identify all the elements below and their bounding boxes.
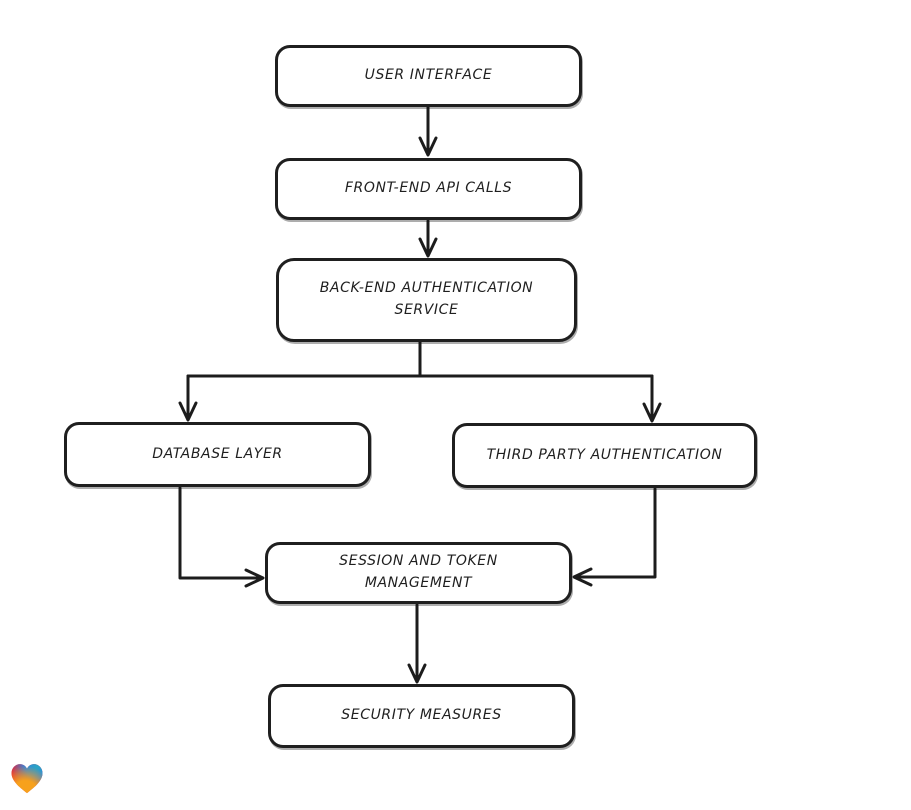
edge-front-end-to-back-end	[418, 219, 438, 258]
edge-database-to-session	[178, 486, 265, 588]
node-label: SESSION AND TOKEN MANAGEMENT	[339, 553, 498, 591]
node-back-end-auth-service[interactable]: BACK-END AUTHENTICATION SERVICE	[276, 258, 577, 342]
gradient-heart-svg	[11, 764, 43, 794]
edge-session-to-security	[407, 603, 427, 684]
node-session-token-management[interactable]: SESSION AND TOKEN MANAGEMENT	[265, 542, 572, 604]
node-third-party-authentication[interactable]: THIRD PARTY AUTHENTICATION	[452, 423, 757, 488]
node-label: THIRD PARTY AUTHENTICATION	[486, 446, 723, 463]
gradient-heart-icon[interactable]	[9, 761, 45, 797]
edge-third-party-to-session	[572, 487, 657, 587]
node-database-layer[interactable]: DATABASE LAYER	[64, 422, 371, 487]
node-label: SECURITY MEASURES	[341, 707, 502, 724]
node-label: FRONT-END API CALLS	[344, 180, 513, 197]
edge-user-interface-to-front-end	[418, 104, 438, 157]
node-security-measures[interactable]: SECURITY MEASURES	[268, 684, 575, 748]
node-front-end-api-calls[interactable]: FRONT-END API CALLS	[275, 158, 582, 220]
node-label: BACK-END AUTHENTICATION SERVICE	[319, 280, 534, 318]
edge-back-end-branch	[178, 340, 662, 423]
node-label: DATABASE LAYER	[152, 445, 283, 462]
node-user-interface[interactable]: USER INTERFACE	[275, 45, 582, 107]
node-label: USER INTERFACE	[364, 67, 493, 84]
